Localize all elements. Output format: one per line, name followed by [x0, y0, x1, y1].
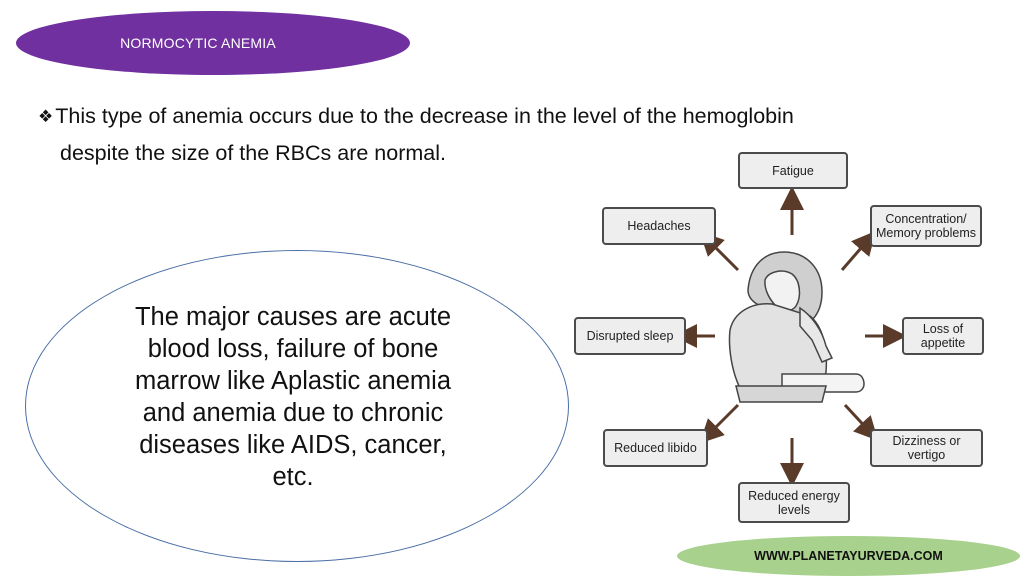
symptom-reduced-energy: Reduced energy levels: [738, 482, 850, 523]
woman-figure: [728, 251, 865, 403]
symptom-headaches: Headaches: [602, 207, 716, 245]
symptom-dizziness: Dizziness or vertigo: [870, 429, 983, 467]
causes-line-6: etc.: [272, 463, 314, 491]
arrow-headaches: [699, 231, 740, 272]
arrow-reduced-libido: [699, 403, 740, 444]
symptom-loss-of-appetite: Loss of appetite: [902, 317, 984, 355]
causes-line-3: marrow like Aplastic anemia: [134, 367, 452, 395]
symptoms-diagram: Fatigue Headaches Concentration/ Memory …: [560, 140, 1000, 530]
bullet-text-2: despite the size of the RBCs are normal.: [60, 141, 446, 165]
symptom-disrupted-sleep: Disrupted sleep: [574, 317, 686, 355]
title-banner: NORMOCYTIC ANEMIA: [16, 11, 410, 75]
causes-line-5: diseases like AIDS, cancer,: [139, 431, 447, 459]
arrow-group: [673, 186, 907, 487]
symptom-fatigue: Fatigue: [738, 152, 848, 189]
causes-text: The major causes are acute blood loss, f…: [78, 301, 508, 493]
causes-ellipse: [25, 250, 569, 562]
arrow-dizziness: [843, 403, 879, 441]
symptom-concentration: Concentration/ Memory problems: [870, 205, 982, 247]
arrow-concentration: [840, 230, 876, 271]
symptom-reduced-libido: Reduced libido: [603, 429, 708, 467]
causes-line-2: blood loss, failure of bone: [147, 335, 439, 363]
causes-line-4: and anemia due to chronic: [142, 399, 444, 427]
diamond-bullet-icon: ❖: [38, 107, 54, 126]
bullet-line-1: ❖This type of anemia occurs due to the d…: [38, 98, 1013, 135]
website-url: WWW.PLANETAYURVEDA.COM: [754, 549, 943, 563]
causes-line-1: The major causes are acute: [134, 303, 452, 331]
symptoms-illustration: [673, 186, 907, 487]
footer-website-banner: WWW.PLANETAYURVEDA.COM: [677, 536, 1020, 576]
bullet-point: ❖This type of anemia occurs due to the d…: [38, 98, 1013, 171]
bullet-text-1: This type of anemia occurs due to the de…: [55, 104, 794, 128]
slide-title: NORMOCYTIC ANEMIA: [120, 35, 276, 51]
